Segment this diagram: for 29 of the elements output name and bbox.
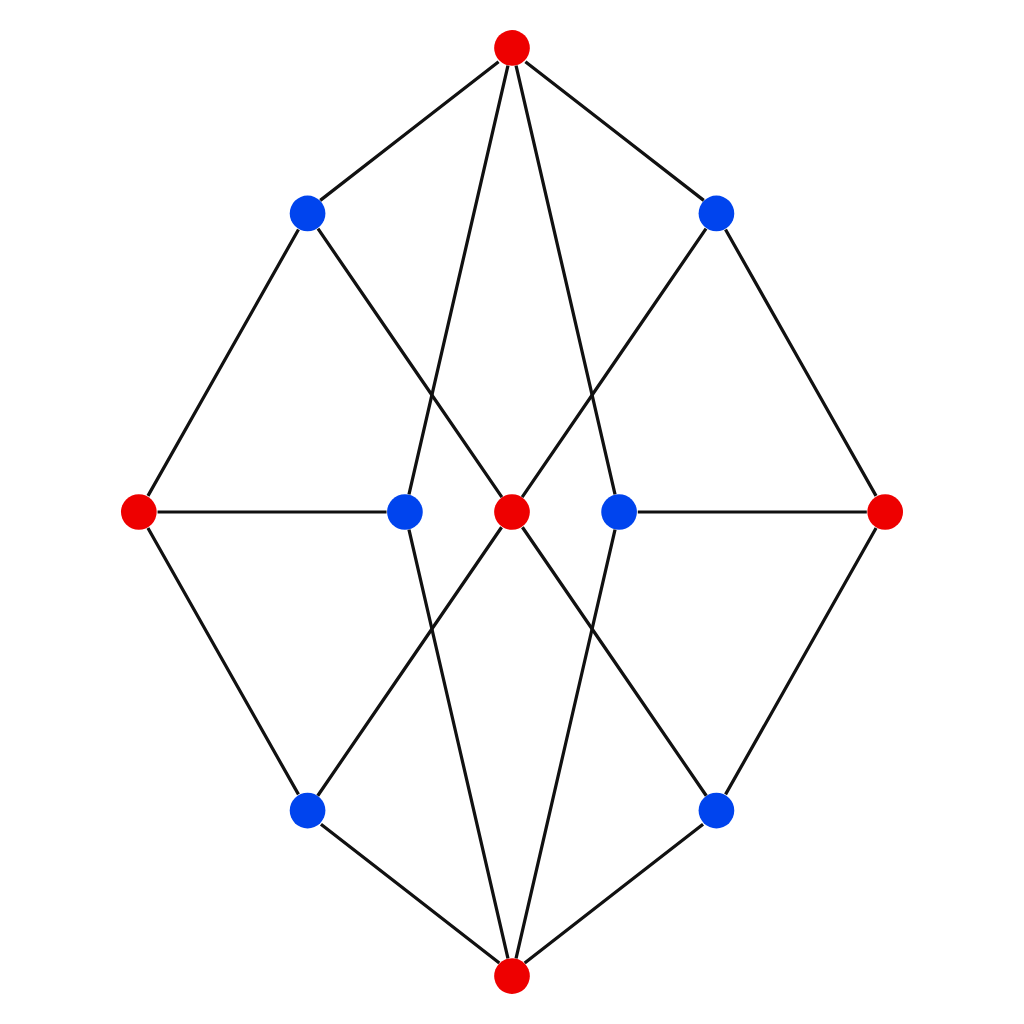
connector xyxy=(157,510,387,514)
connector xyxy=(316,526,503,797)
connector xyxy=(724,228,878,497)
connector xyxy=(514,65,617,495)
connector xyxy=(724,527,878,796)
node-circle xyxy=(289,792,326,829)
connector xyxy=(521,526,708,797)
node-circle xyxy=(289,195,326,232)
connector xyxy=(407,65,510,495)
connector xyxy=(319,60,500,202)
connector xyxy=(146,527,300,796)
connector xyxy=(520,227,708,499)
node-circle xyxy=(867,494,903,530)
node-circle xyxy=(601,494,637,530)
node-circle xyxy=(494,30,530,66)
node-circle xyxy=(121,494,157,530)
node-circle xyxy=(494,494,530,530)
node-circle xyxy=(698,792,735,829)
connector xyxy=(319,822,501,965)
connector xyxy=(146,228,300,497)
connector xyxy=(523,822,705,965)
connector xyxy=(524,60,705,202)
connector xyxy=(407,529,510,959)
node-circle xyxy=(698,195,735,232)
connector xyxy=(316,227,504,499)
connector xyxy=(637,510,867,514)
node-circle xyxy=(387,494,423,530)
node-circle xyxy=(494,958,530,994)
connector xyxy=(514,529,617,959)
